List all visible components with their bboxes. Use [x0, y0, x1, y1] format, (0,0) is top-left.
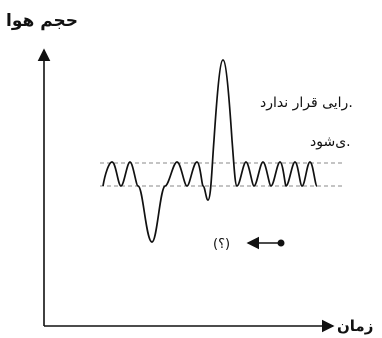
volume-curve-peak-2 — [285, 161, 318, 187]
side-text-line-2: ی‌شود. — [310, 134, 351, 150]
x-axis-label: زمان — [337, 317, 373, 335]
volume-curve — [102, 59, 287, 243]
marker-label: (؟) — [213, 237, 230, 252]
side-text-line-1: رایی قرار ندارد. — [260, 95, 353, 111]
y-axis-label: حجم هوا — [6, 11, 78, 31]
volume-curve-first-peak — [138, 62, 162, 186]
marker-point — [277, 239, 285, 247]
